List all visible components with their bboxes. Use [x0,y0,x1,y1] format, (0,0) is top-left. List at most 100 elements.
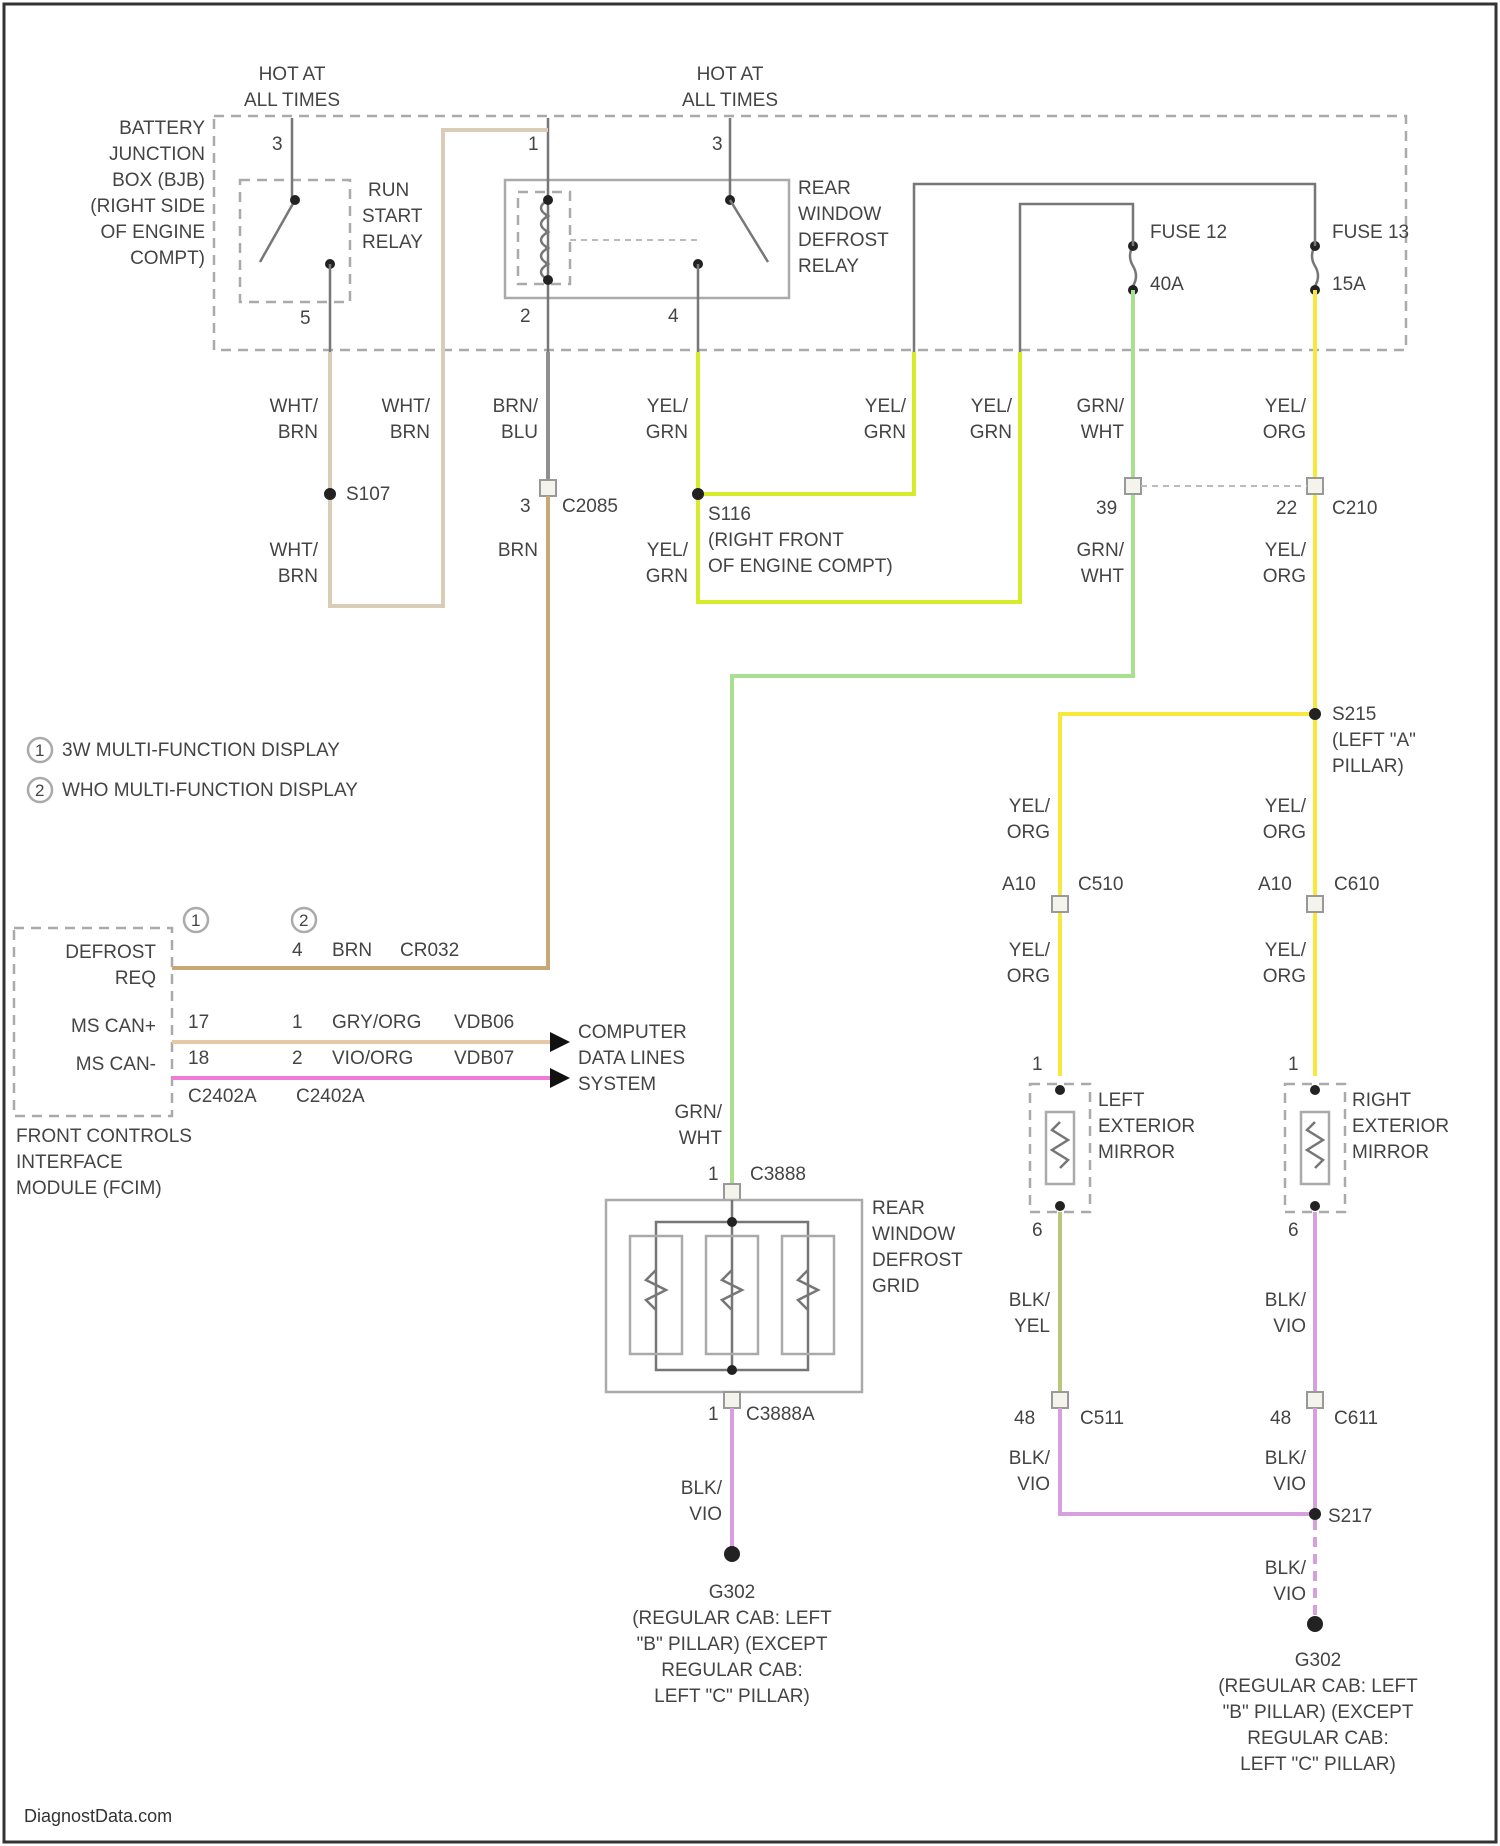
svg-text:BRN: BRN [278,422,318,443]
svg-text:SYSTEM: SYSTEM [578,1074,656,1095]
svg-text:(RIGHT SIDE: (RIGHT SIDE [90,196,205,217]
svg-text:A10: A10 [1258,874,1292,895]
left-mirror-box [1030,1084,1090,1212]
fcim-label: FRONT CONTROLS INTERFACE MODULE (FCIM) [16,1126,192,1199]
svg-text:ALL TIMES: ALL TIMES [682,90,778,111]
ground-g302-right-icon [1307,1616,1323,1632]
svg-text:5: 5 [300,308,311,329]
svg-text:BRN: BRN [278,566,318,587]
svg-text:(LEFT "A": (LEFT "A" [1332,730,1416,751]
svg-text:4: 4 [668,306,679,327]
hot-at-all-times-1: HOT AT ALL TIMES [244,64,340,111]
ground-g302-right-label: G302 (REGULAR CAB: LEFT "B" PILLAR) (EXC… [1218,1650,1418,1775]
svg-text:48: 48 [1014,1408,1035,1429]
defrost-grid-box [606,1200,862,1392]
svg-text:VDB07: VDB07 [454,1048,514,1069]
svg-text:BLK/: BLK/ [1265,1558,1307,1579]
legend-item-1: 3W MULTI-FUNCTION DISPLAY [62,740,340,761]
svg-text:VIO/ORG: VIO/ORG [332,1048,413,1069]
svg-text:LEFT "C" PILLAR): LEFT "C" PILLAR) [1240,1754,1396,1775]
bjb-label: BATTERY JUNCTION BOX (BJB) (RIGHT SIDE O… [90,118,205,269]
svg-text:REGULAR CAB:: REGULAR CAB: [661,1660,802,1681]
svg-text:S217: S217 [1328,1506,1372,1527]
svg-text:GRN: GRN [646,422,688,443]
svg-text:WINDOW: WINDOW [798,204,881,225]
svg-text:2: 2 [292,1048,303,1069]
svg-text:(RIGHT FRONT: (RIGHT FRONT [708,530,844,551]
fuse-13-icon [1312,246,1318,286]
connector-c210-b [1307,478,1323,494]
svg-text:YEL/: YEL/ [1265,396,1307,417]
svg-text:START: START [362,206,423,227]
svg-text:G302: G302 [709,1582,755,1603]
svg-text:YEL/: YEL/ [1265,796,1307,817]
svg-text:S116: S116 [708,504,751,525]
svg-text:"B" PILLAR) (EXCEPT: "B" PILLAR) (EXCEPT [1223,1702,1414,1723]
svg-text:FRONT CONTROLS: FRONT CONTROLS [16,1126,192,1147]
ground-g302-left-icon [724,1546,740,1562]
svg-text:S107: S107 [346,484,390,505]
wire-brn [172,496,548,968]
svg-text:2: 2 [299,911,308,930]
svg-text:2: 2 [35,781,44,800]
svg-text:1: 1 [35,741,44,760]
svg-text:1: 1 [292,1012,303,1033]
svg-text:BLK/: BLK/ [1009,1448,1051,1469]
svg-text:15A: 15A [1332,274,1366,295]
svg-text:GRN: GRN [970,422,1012,443]
svg-text:ORG: ORG [1007,966,1050,987]
svg-text:GRID: GRID [872,1276,920,1297]
right-mirror-label: RIGHT EXTERIOR MIRROR [1352,1090,1449,1163]
svg-text:DEFROST: DEFROST [798,230,889,251]
svg-text:VDB06: VDB06 [454,1012,514,1033]
defrost-grid-label: REAR WINDOW DEFROST GRID [872,1198,963,1297]
svg-text:C610: C610 [1334,874,1379,895]
svg-text:OF ENGINE: OF ENGINE [100,222,205,243]
svg-text:GRN/: GRN/ [1077,540,1125,561]
svg-text:YEL/: YEL/ [1265,540,1307,561]
svg-text:(REGULAR CAB: LEFT: (REGULAR CAB: LEFT [632,1608,832,1629]
svg-text:17: 17 [188,1012,209,1033]
svg-text:6: 6 [1032,1220,1043,1241]
svg-text:VIO: VIO [1273,1584,1306,1605]
svg-text:22: 22 [1276,498,1297,519]
svg-text:VIO: VIO [1017,1474,1050,1495]
wire-yel-org-left [1060,714,1315,1076]
svg-text:48: 48 [1270,1408,1291,1429]
svg-text:DEFROST: DEFROST [872,1250,963,1271]
svg-text:ORG: ORG [1007,822,1050,843]
svg-text:BOX (BJB): BOX (BJB) [112,170,205,191]
svg-text:WHT/: WHT/ [269,396,318,417]
connector-c3888a [724,1392,740,1408]
svg-text:2: 2 [520,306,531,327]
svg-text:C210: C210 [1332,498,1377,519]
svg-text:A10: A10 [1002,874,1036,895]
connector-c2085 [540,480,556,496]
svg-text:C3888A: C3888A [746,1404,815,1425]
data-line-arrow-2-icon [550,1068,570,1088]
svg-text:EXTERIOR: EXTERIOR [1098,1116,1195,1137]
svg-text:REAR: REAR [798,178,851,199]
svg-text:C2085: C2085 [562,496,618,517]
svg-text:ORG: ORG [1263,422,1306,443]
connector-c511 [1052,1392,1068,1408]
svg-text:RELAY: RELAY [362,232,423,253]
svg-text:COMPUTER: COMPUTER [578,1022,687,1043]
svg-text:1: 1 [708,1404,719,1425]
hot-at-all-times-2: HOT AT ALL TIMES [682,64,778,111]
splice-s215 [1309,708,1321,720]
svg-text:S215: S215 [1332,704,1376,725]
svg-text:LEFT: LEFT [1098,1090,1145,1111]
svg-text:BRN: BRN [390,422,430,443]
svg-text:REAR: REAR [872,1198,925,1219]
svg-text:FUSE 13: FUSE 13 [1332,222,1409,243]
svg-text:BRN: BRN [332,940,372,961]
svg-text:39: 39 [1096,498,1117,519]
svg-text:ORG: ORG [1263,966,1306,987]
splice-s116 [692,488,704,500]
right-mirror-box [1285,1084,1345,1212]
svg-text:BRN/: BRN/ [493,396,539,417]
svg-text:GRN: GRN [646,566,688,587]
svg-text:WINDOW: WINDOW [872,1224,955,1245]
